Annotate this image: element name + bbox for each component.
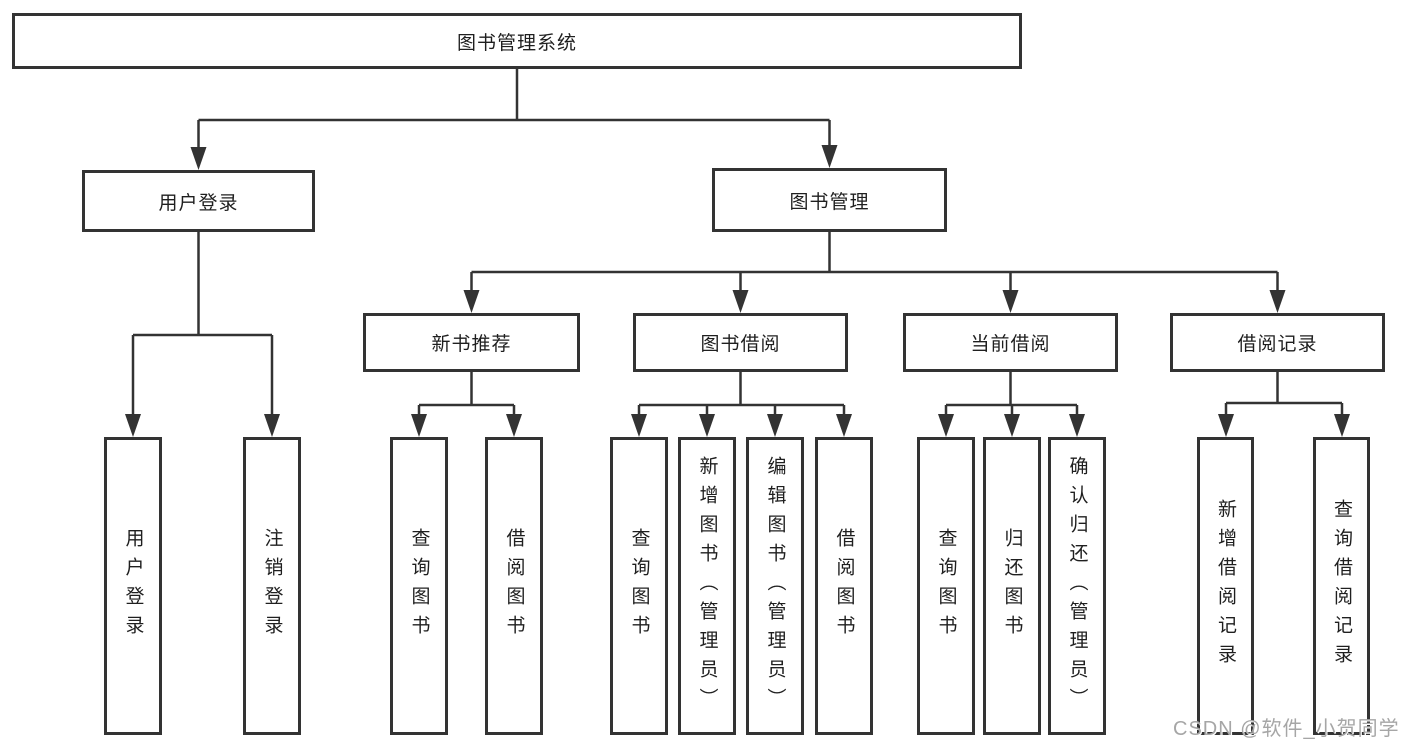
node-leaf-query-books-current: 查询图书 <box>917 437 975 735</box>
node-leaf-add-borrow-record: 新增借阅记录 <box>1197 437 1254 735</box>
node-leaf-logout: 注销登录 <box>243 437 301 735</box>
node-leaf-user-login: 用户登录 <box>104 437 162 735</box>
node-library-management-system: 图书管理系统 <box>12 13 1022 69</box>
node-book-management-branch: 图书管理 <box>712 168 947 232</box>
node-leaf-query-books-borrow: 查询图书 <box>610 437 668 735</box>
node-leaf-borrow-books-recommend: 借阅图书 <box>485 437 543 735</box>
node-leaf-return-book: 归还图书 <box>983 437 1041 735</box>
node-leaf-query-borrow-record: 查询借阅记录 <box>1313 437 1370 735</box>
arrowheads <box>125 145 1350 437</box>
node-current-borrowing: 当前借阅 <box>903 313 1118 372</box>
node-new-book-recommendation: 新书推荐 <box>363 313 580 372</box>
node-leaf-query-books-recommend: 查询图书 <box>390 437 448 735</box>
node-book-borrowing: 图书借阅 <box>633 313 848 372</box>
node-leaf-confirm-return-admin: 确认归还（管理员） <box>1048 437 1106 735</box>
node-user-login-branch: 用户登录 <box>82 170 315 232</box>
node-leaf-edit-book-admin: 编辑图书（管理员） <box>746 437 804 735</box>
node-borrowing-records: 借阅记录 <box>1170 313 1385 372</box>
node-leaf-add-book-admin: 新增图书（管理员） <box>678 437 736 735</box>
node-leaf-borrow-books: 借阅图书 <box>815 437 873 735</box>
watermark: CSDN @软件_小贺同学 <box>1173 718 1400 740</box>
